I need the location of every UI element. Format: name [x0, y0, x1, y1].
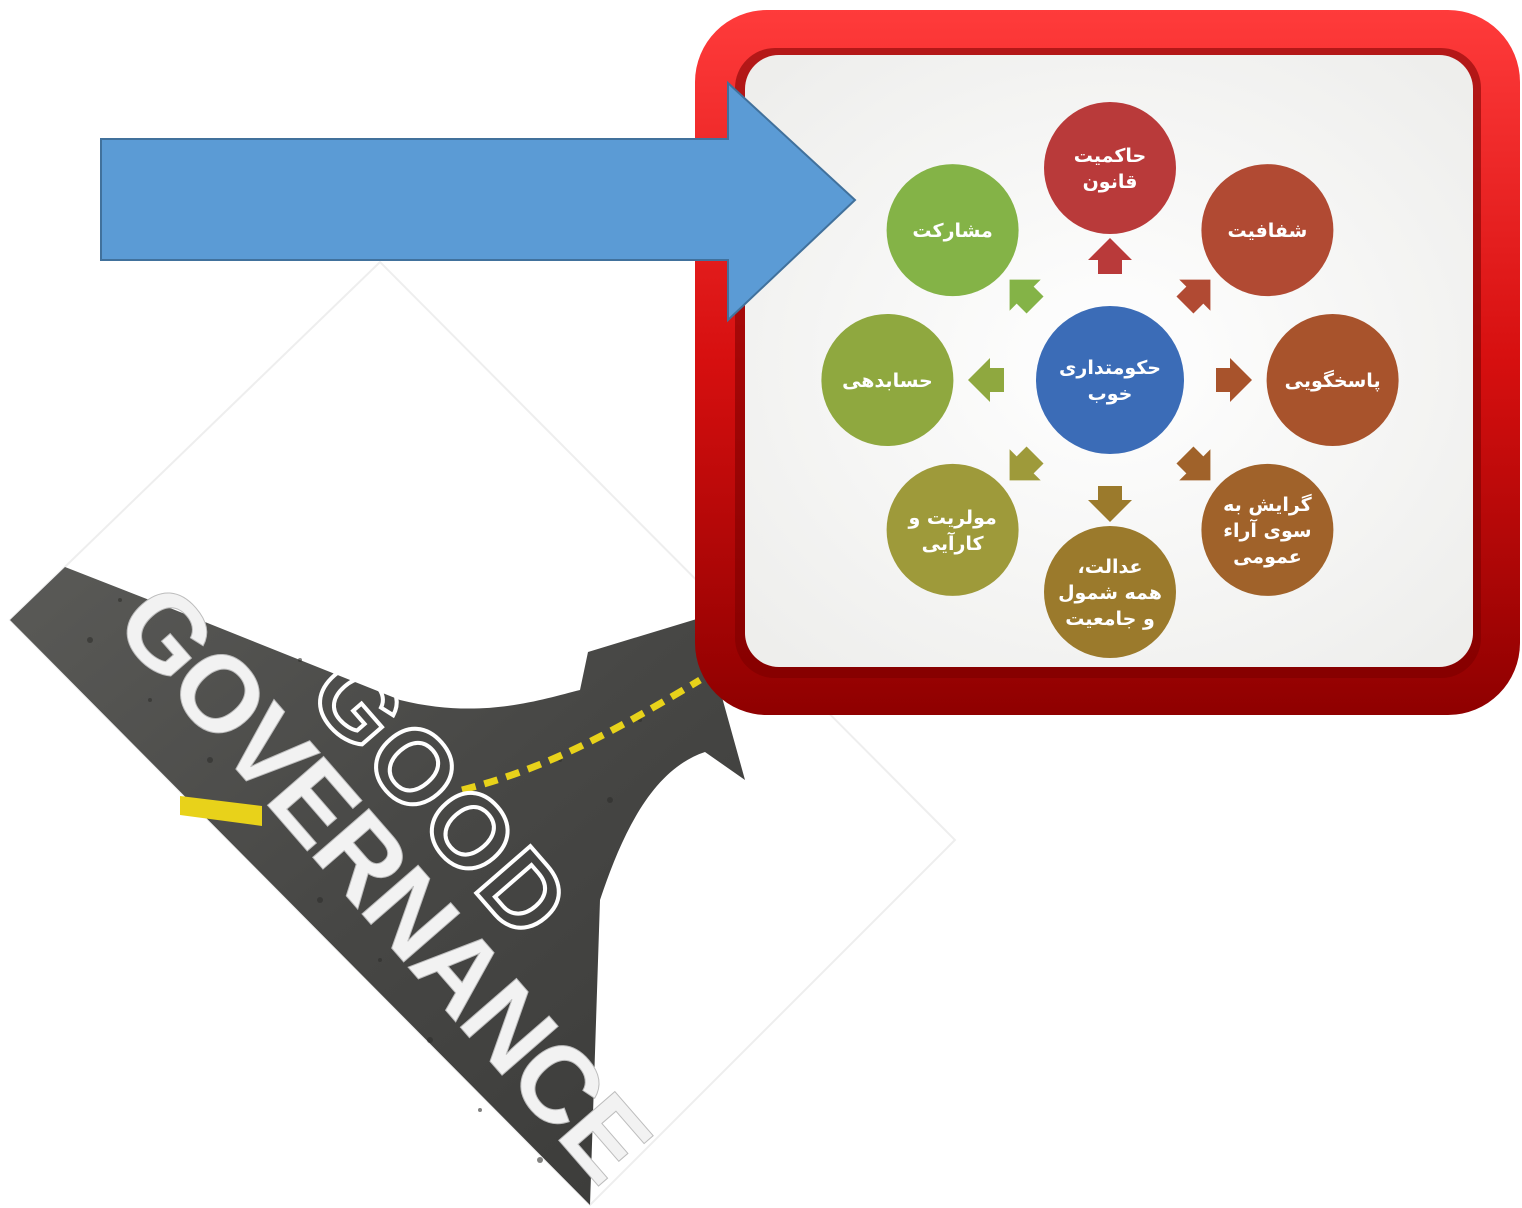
asphalt-texture	[87, 598, 642, 1163]
node-center-label-1: حکومتداری	[1059, 357, 1161, 379]
node-consensus-label-2: سوی آراء	[1223, 518, 1311, 542]
node-participation-label-1: مشارکت	[912, 220, 992, 242]
road-marking-dashed	[461, 676, 702, 794]
node-rule-of-law-label-1: حاکمیت	[1074, 145, 1146, 167]
node-rule-of-law: حاکمیت قانون	[1044, 102, 1176, 234]
node-equity: عدالت، همه شمول و جامعیت	[1044, 526, 1176, 658]
node-equity-label-3: و جامعیت	[1065, 608, 1155, 630]
node-center-circle	[1036, 306, 1184, 454]
node-consensus-label-3: عمومی	[1233, 546, 1302, 568]
road-marking-solid	[180, 796, 262, 826]
node-transparency: شفافیت	[1201, 164, 1334, 297]
spoke-arrow-transparency	[1176, 279, 1211, 314]
road-image: GOOD GOVERNANCE	[10, 561, 745, 1205]
node-responsiveness: پاسخگویی	[1266, 314, 1399, 446]
node-responsiveness-label-1: پاسخگویی	[1285, 369, 1381, 392]
node-center: حکومتداری خوب	[1036, 306, 1184, 454]
node-rule-of-law-label-2: قانون	[1083, 171, 1138, 193]
node-consensus-circle	[1201, 463, 1334, 596]
road-asphalt	[10, 567, 745, 1205]
node-responsiveness-circle	[1266, 314, 1399, 446]
node-accountability: حسابدهی	[821, 314, 954, 446]
node-effectiveness-label-1: مولریت و	[907, 507, 996, 529]
node-effectiveness-circle	[886, 463, 1019, 596]
spoke-arrow-rule-of-law	[1088, 238, 1132, 274]
node-transparency-label-1: شفافیت	[1227, 220, 1307, 242]
spoke-arrow-responsiveness	[1216, 358, 1252, 402]
spoke-arrow-equity	[1088, 486, 1132, 522]
diagram-spokes	[968, 238, 1252, 522]
node-accountability-label-1: حسابدهی	[842, 370, 933, 392]
node-center-label-2: خوب	[1088, 383, 1133, 405]
node-equity-circle	[1044, 526, 1176, 658]
node-effectiveness-label-2: کارآیی	[922, 531, 985, 555]
spoke-arrow-consensus	[1176, 446, 1211, 481]
node-consensus-label-1: گرایش به	[1223, 493, 1313, 516]
node-transparency-circle	[1201, 164, 1334, 297]
node-equity-label-2: همه شمول	[1058, 582, 1162, 604]
spoke-arrow-accountability	[968, 358, 1004, 402]
node-equity-label-1: عدالت،	[1078, 556, 1143, 578]
pointer-arrow	[100, 80, 857, 323]
node-participation-circle	[886, 164, 1019, 297]
node-rule-of-law-circle	[1044, 102, 1176, 234]
node-participation: مشارکت	[886, 164, 1019, 297]
node-accountability-circle	[821, 314, 954, 446]
